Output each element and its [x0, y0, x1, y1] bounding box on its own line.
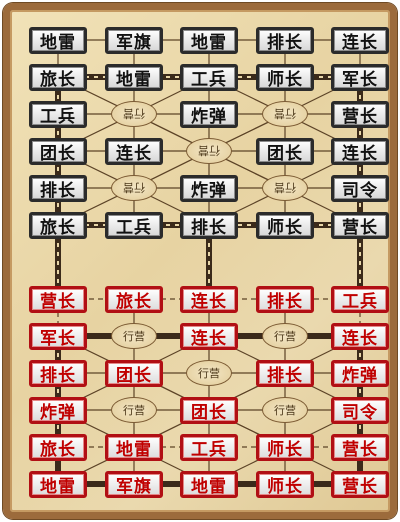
camp-label: 行营: [123, 181, 145, 194]
camp-bottom-3-1[interactable]: 行营: [111, 397, 157, 423]
camp-top-4-3[interactable]: 行营: [262, 175, 308, 201]
black-piece-4-0[interactable]: 排长: [29, 174, 87, 202]
black-piece-0-4[interactable]: 连长: [331, 26, 389, 54]
camp-top-2-3[interactable]: 行营: [262, 101, 308, 127]
black-piece-5-0[interactable]: 旅长: [29, 211, 87, 239]
red-piece-2-1[interactable]: 团长: [105, 359, 163, 387]
black-piece-5-3[interactable]: 师长: [256, 211, 314, 239]
camp-bottom-3-3[interactable]: 行营: [262, 397, 308, 423]
red-piece-4-3[interactable]: 师长: [256, 433, 314, 461]
red-piece-3-0[interactable]: 炸弹: [29, 396, 87, 424]
red-piece-5-3[interactable]: 师长: [256, 470, 314, 498]
black-piece-3-1[interactable]: 连长: [105, 137, 163, 165]
red-piece-2-4[interactable]: 炸弹: [331, 359, 389, 387]
camp-top-2-1[interactable]: 行营: [111, 101, 157, 127]
camp-top-4-1[interactable]: 行营: [111, 175, 157, 201]
camp-label: 行营: [274, 107, 296, 120]
red-piece-4-1[interactable]: 地雷: [105, 433, 163, 461]
black-piece-0-3[interactable]: 排长: [256, 26, 314, 54]
red-piece-1-2[interactable]: 连长: [180, 322, 238, 350]
camp-label: 行营: [198, 144, 220, 157]
red-piece-0-2[interactable]: 连长: [180, 285, 238, 313]
black-piece-1-4[interactable]: 军长: [331, 63, 389, 91]
red-piece-3-2[interactable]: 团长: [180, 396, 238, 424]
black-piece-2-0[interactable]: 工兵: [29, 100, 87, 128]
game-board: 地雷军旗地雷排长连长旅长地雷工兵师长军长工兵行营炸弹行营营长团长连长行营团长连长…: [3, 3, 397, 519]
red-piece-3-4[interactable]: 司令: [331, 396, 389, 424]
red-piece-5-2[interactable]: 地雷: [180, 470, 238, 498]
red-piece-0-0[interactable]: 营长: [29, 285, 87, 313]
camp-label: 行营: [274, 330, 296, 343]
black-piece-4-2[interactable]: 炸弹: [180, 174, 238, 202]
black-piece-3-0[interactable]: 团长: [29, 137, 87, 165]
camp-label: 行营: [123, 404, 145, 417]
red-piece-4-0[interactable]: 旅长: [29, 433, 87, 461]
red-piece-5-4[interactable]: 营长: [331, 470, 389, 498]
camp-bottom-2-2[interactable]: 行营: [186, 360, 232, 386]
black-piece-3-4[interactable]: 连长: [331, 137, 389, 165]
black-piece-5-4[interactable]: 营长: [331, 211, 389, 239]
red-piece-0-1[interactable]: 旅长: [105, 285, 163, 313]
black-piece-2-4[interactable]: 营长: [331, 100, 389, 128]
black-piece-5-1[interactable]: 工兵: [105, 211, 163, 239]
camp-bottom-1-3[interactable]: 行营: [262, 323, 308, 349]
camp-bottom-1-1[interactable]: 行营: [111, 323, 157, 349]
red-piece-1-4[interactable]: 连长: [331, 322, 389, 350]
camp-label: 行营: [123, 330, 145, 343]
red-piece-5-0[interactable]: 地雷: [29, 470, 87, 498]
black-piece-1-1[interactable]: 地雷: [105, 63, 163, 91]
red-piece-2-3[interactable]: 排长: [256, 359, 314, 387]
red-piece-1-0[interactable]: 军长: [29, 322, 87, 350]
camp-top-3-2[interactable]: 行营: [186, 138, 232, 164]
red-piece-2-0[interactable]: 排长: [29, 359, 87, 387]
black-piece-5-2[interactable]: 排长: [180, 211, 238, 239]
red-piece-0-3[interactable]: 排长: [256, 285, 314, 313]
black-piece-3-3[interactable]: 团长: [256, 137, 314, 165]
black-piece-0-2[interactable]: 地雷: [180, 26, 238, 54]
black-piece-1-2[interactable]: 工兵: [180, 63, 238, 91]
black-piece-4-4[interactable]: 司令: [331, 174, 389, 202]
camp-label: 行营: [123, 107, 145, 120]
red-piece-4-4[interactable]: 营长: [331, 433, 389, 461]
camp-label: 行营: [198, 367, 220, 380]
red-piece-0-4[interactable]: 工兵: [331, 285, 389, 313]
red-piece-5-1[interactable]: 军旗: [105, 470, 163, 498]
camp-label: 行营: [274, 181, 296, 194]
black-piece-0-0[interactable]: 地雷: [29, 26, 87, 54]
black-piece-1-0[interactable]: 旅长: [29, 63, 87, 91]
black-piece-0-1[interactable]: 军旗: [105, 26, 163, 54]
black-piece-2-2[interactable]: 炸弹: [180, 100, 238, 128]
red-piece-4-2[interactable]: 工兵: [180, 433, 238, 461]
camp-label: 行营: [274, 404, 296, 417]
black-piece-1-3[interactable]: 师长: [256, 63, 314, 91]
